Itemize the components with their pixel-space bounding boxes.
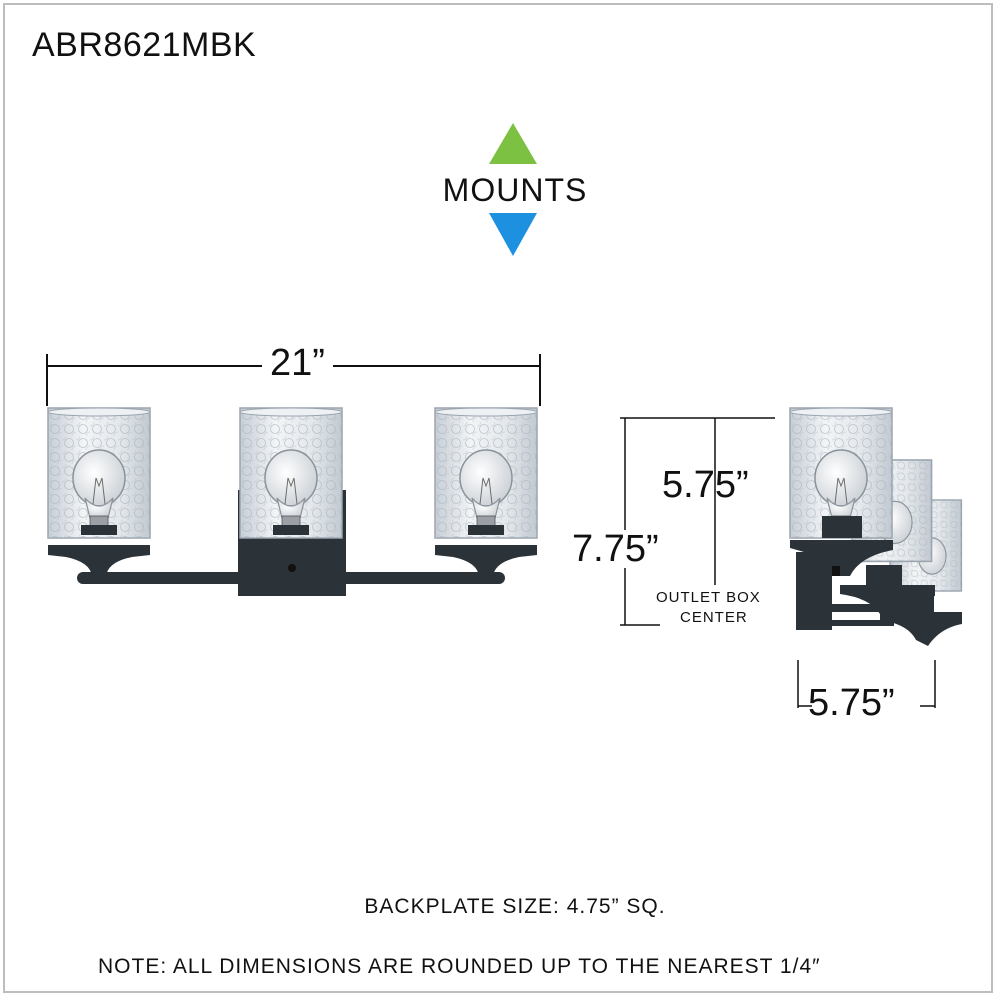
shade-left [47, 407, 151, 576]
mounts-label: MOUNTS [442, 172, 588, 208]
shade-right [434, 407, 538, 576]
shade-center [239, 407, 343, 576]
side-view [789, 407, 963, 646]
mount-up-arrow [489, 123, 537, 164]
height-dimension: 7.75” [570, 528, 661, 570]
mount-down-arrow [489, 213, 537, 256]
rounding-note: NOTE: ALL DIMENSIONS ARE ROUNDED UP TO T… [98, 955, 821, 978]
extension-dimension: 5.75” [808, 682, 895, 724]
model-number: ABR8621MBK [32, 26, 257, 64]
outlet-center-label: CENTER [680, 609, 748, 626]
side-backplate [796, 552, 832, 630]
width-dimension: 21” [262, 344, 333, 382]
backplate-size: BACKPLATE SIZE: 4.75” SQ. [364, 895, 666, 918]
outlet-box-label: OUTLET BOX [656, 589, 761, 606]
image-frame [3, 3, 993, 993]
center-to-top-dimension: 5.75” [662, 464, 749, 506]
front-bar [77, 572, 505, 584]
